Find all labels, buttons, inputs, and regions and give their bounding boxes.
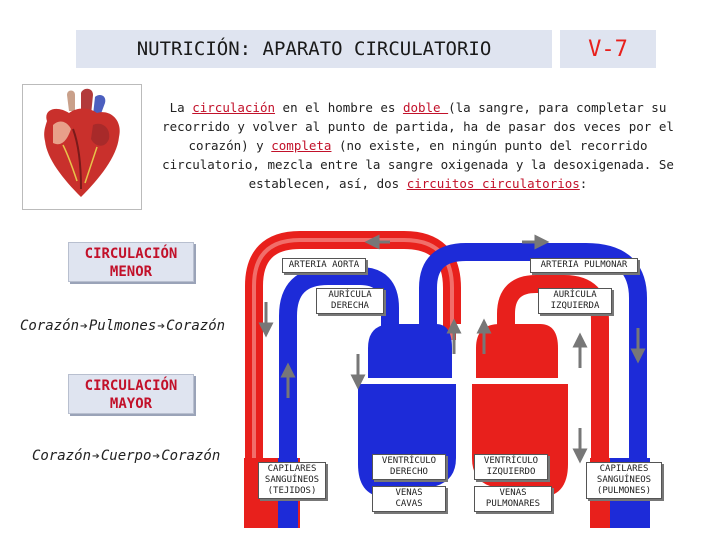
- intro-text: (no existe, en ningún punto del recorrid…: [162, 138, 674, 191]
- arrow-right-icon: ➔: [152, 448, 161, 464]
- intro-key-term: circulación: [192, 100, 276, 115]
- septum: [456, 324, 472, 496]
- label-arteria-pulmonar: ARTERIA PULMONAR: [530, 258, 638, 273]
- flow-step: Cuerpo: [100, 448, 152, 464]
- intro-key-term: completa: [271, 138, 332, 153]
- intro-text: :: [579, 176, 588, 191]
- flow-step: Corazón: [161, 448, 221, 464]
- intro-key-term: circuitos circulatorios: [406, 176, 580, 191]
- circulacion-menor-title-1: CIRCULACIÓN: [84, 246, 178, 262]
- flow-step: Corazón: [166, 318, 226, 334]
- aorta-loop-highlight: [252, 238, 454, 518]
- circulacion-mayor-box: CIRCULACIÓN MAYOR: [68, 374, 194, 414]
- auricula-izquierda-shape: [476, 324, 558, 378]
- circulacion-mayor-flow: Corazón ➔ Cuerpo ➔ Corazón: [32, 448, 220, 464]
- circulacion-menor-title-2: MENOR: [109, 264, 153, 280]
- intro-text: en el hombre es: [275, 100, 403, 115]
- flow-step: Corazón: [32, 448, 92, 464]
- auricula-derecha-shape: [368, 324, 452, 378]
- heart-image: [22, 84, 142, 210]
- circulacion-menor-box: CIRCULACIÓN MENOR: [68, 242, 194, 282]
- circulacion-mayor-title-1: CIRCULACIÓN: [84, 378, 178, 394]
- circulacion-menor-flow: Corazón ➔ Pulmones ➔ Corazón: [20, 318, 225, 334]
- slide-code: V-7: [560, 30, 656, 68]
- arrow-right-icon: ➔: [92, 448, 100, 464]
- intro-text: La: [169, 100, 193, 115]
- intro-paragraph: La circulación en el hombre es doble (la…: [148, 98, 688, 193]
- venas-cavas-loop: [279, 267, 399, 518]
- page-title: NUTRICIÓN: APARATO CIRCULATORIO: [76, 30, 552, 68]
- heart-icon: [44, 88, 120, 197]
- arrow-right-icon: ➔: [80, 318, 88, 334]
- label-arteria-aorta: ARTERIA AORTA: [282, 258, 366, 273]
- intro-key-term: doble: [402, 100, 449, 115]
- circulacion-mayor-title-2: MAYOR: [109, 396, 153, 412]
- intro-text: (la sangre, para completar su recorrido …: [162, 100, 674, 153]
- ventriculo-derecho-shape: [358, 384, 456, 498]
- flow-arrows: [258, 234, 646, 464]
- arrow-right-icon: ➔: [157, 318, 166, 334]
- flow-step: Pulmones: [88, 318, 157, 334]
- arteria-pulmonar-loop: [419, 243, 647, 518]
- ventriculo-izquierdo-shape: [472, 384, 568, 498]
- flow-step: Corazón: [20, 318, 80, 334]
